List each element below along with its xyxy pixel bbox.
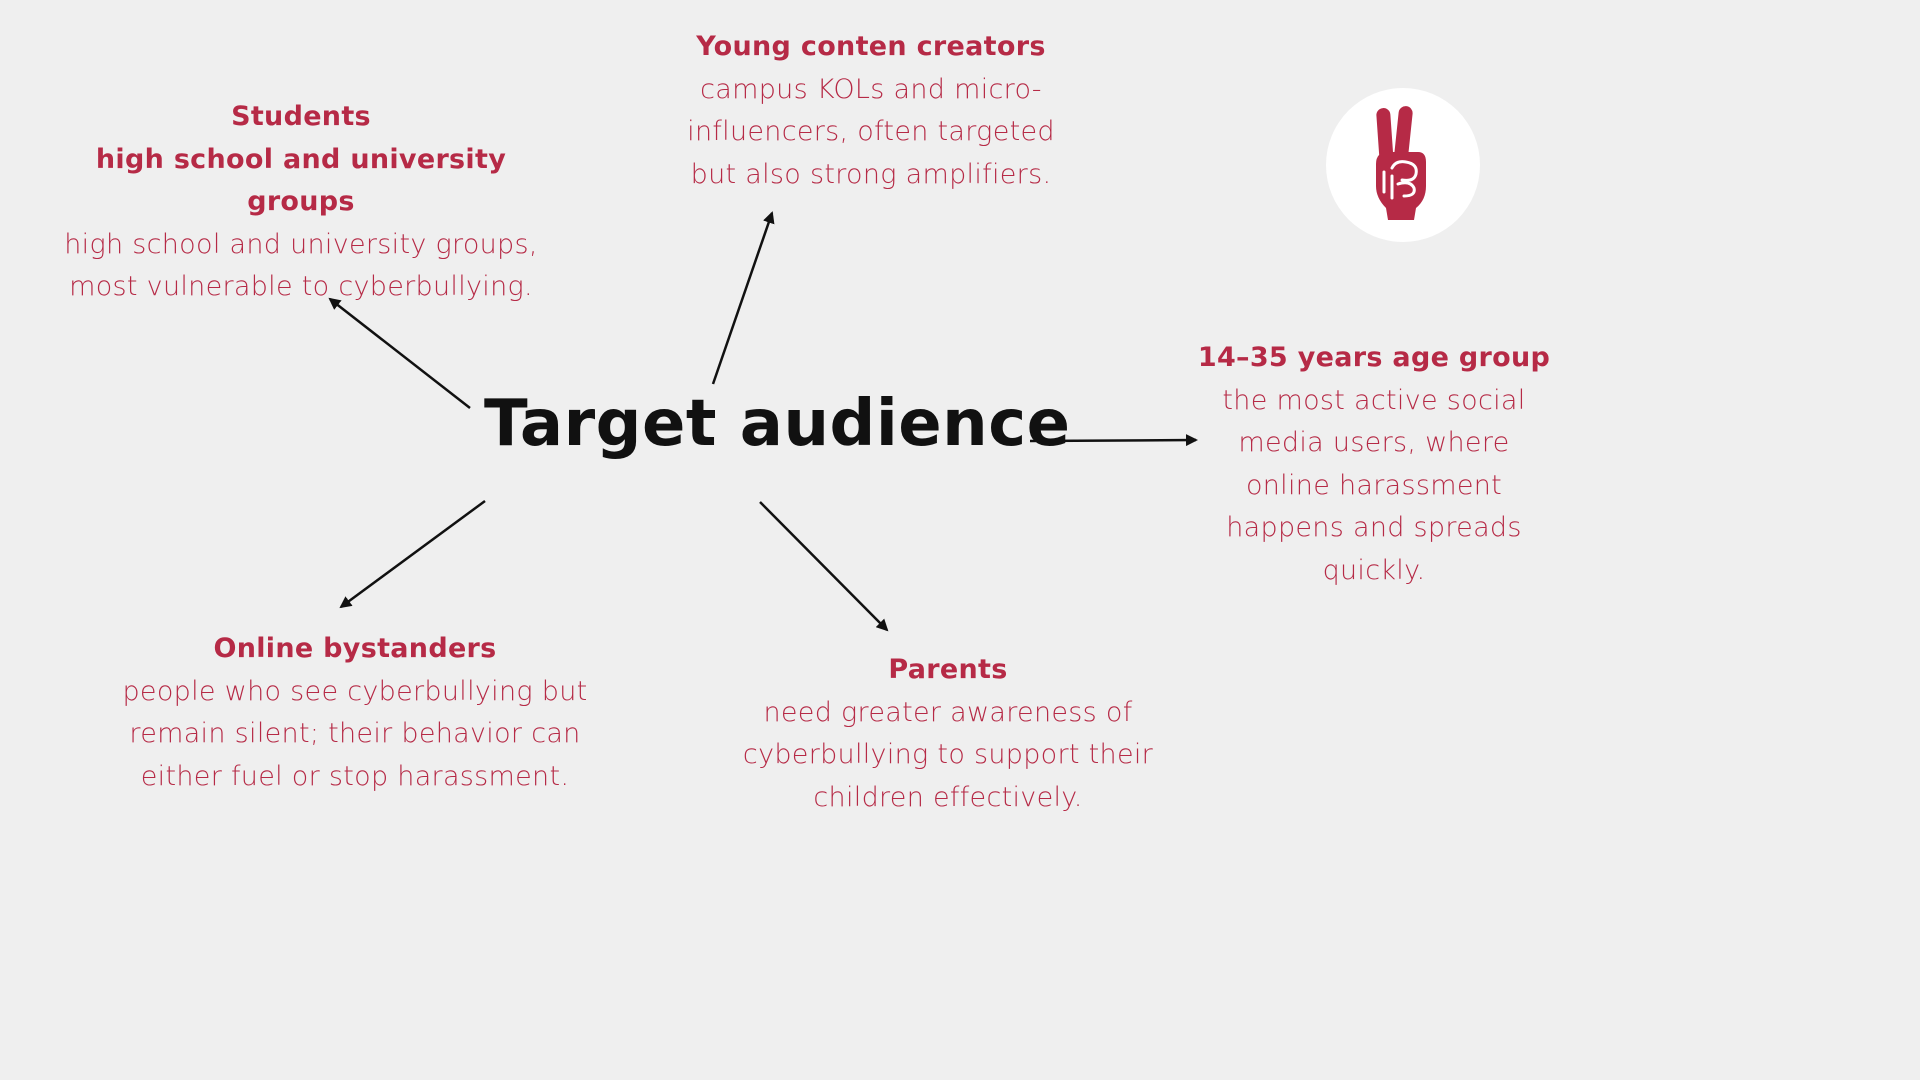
parents-heading: Parents xyxy=(888,654,1008,685)
diagram-title: Target audience xyxy=(484,387,1071,461)
arrow-to-bystanders xyxy=(339,499,486,609)
arrow-to-students xyxy=(328,297,471,409)
age-group-block: 14–35 years age group the most active so… xyxy=(1194,337,1554,592)
creators-description: campus KOLs and micro-influencers, often… xyxy=(687,73,1055,190)
creators-heading: Young conten creators xyxy=(696,31,1046,62)
peace-hand-badge xyxy=(1326,88,1480,242)
age-group-description: the most active social media users, wher… xyxy=(1222,384,1526,586)
bystanders-block: Online bystanders people who see cyberbu… xyxy=(90,628,620,798)
students-heading: Students xyxy=(231,101,371,132)
peace-hand-icon xyxy=(1376,106,1426,220)
parents-description: need greater awareness of cyberbullying … xyxy=(742,696,1154,813)
connector-arrows xyxy=(328,211,1198,632)
creators-block: Young conten creators campus KOLs and mi… xyxy=(664,26,1078,196)
bystanders-heading: Online bystanders xyxy=(213,633,497,664)
parents-block: Parents need greater awareness of cyberb… xyxy=(742,649,1154,819)
age-group-heading: 14–35 years age group xyxy=(1197,342,1551,373)
arrow-to-age-group xyxy=(1029,434,1198,447)
students-block: Students high school and university grou… xyxy=(40,96,562,309)
students-description: high school and university groups, most … xyxy=(64,228,538,303)
arrow-to-creators xyxy=(711,211,775,385)
students-subheading: high school and university groups xyxy=(95,143,507,218)
bystanders-description: people who see cyberbullying but remain … xyxy=(122,675,588,792)
arrow-to-parents xyxy=(759,501,889,632)
